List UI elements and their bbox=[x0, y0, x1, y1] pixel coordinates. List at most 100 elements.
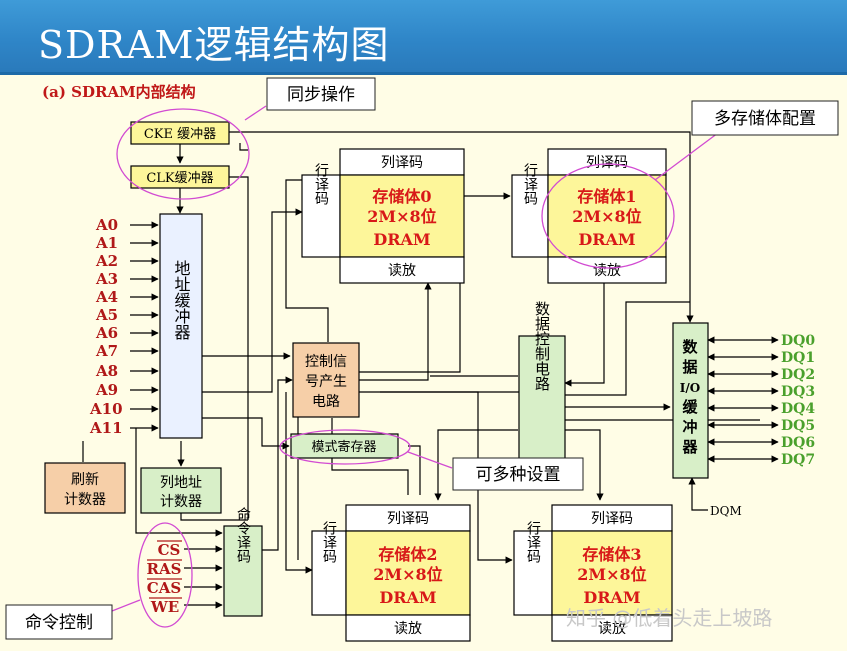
page-title: SDRAM逻辑结构图 bbox=[38, 23, 390, 67]
bank-3-sense-amp: 读放 bbox=[598, 620, 626, 637]
pin-dqm: DQM bbox=[710, 504, 742, 518]
col-counter-line1: 列地址 bbox=[160, 475, 202, 491]
io-buffer: 数 据 I/O 缓 冲 器 bbox=[672, 322, 709, 479]
bank-0-col-decoder: 列译码 bbox=[381, 155, 423, 171]
control-line3: 电路 bbox=[312, 394, 340, 410]
bank-0-name: 存储体0 bbox=[372, 187, 431, 206]
pin-a10: A10 bbox=[89, 400, 123, 418]
pin-a5: A5 bbox=[95, 306, 118, 324]
bank-0-row-decoder: 行译码 bbox=[313, 163, 329, 205]
pin-dq6: DQ6 bbox=[781, 435, 815, 451]
bank-1-size: 2M×8位 bbox=[572, 207, 641, 226]
bank-1-row-decoder: 行译码 bbox=[522, 163, 538, 205]
io-line2: 据 bbox=[682, 358, 697, 376]
bank-0-sense-amp: 读放 bbox=[388, 262, 416, 279]
multibank-ellipse bbox=[541, 163, 675, 269]
address-buffer-label: 地址缓冲器 bbox=[172, 260, 191, 340]
bank-3-col-decoder: 列译码 bbox=[591, 511, 633, 527]
pin-dq3: DQ3 bbox=[781, 384, 815, 400]
cke-buffer-label: CKE 缓冲器 bbox=[144, 127, 216, 142]
pin-dq4: DQ4 bbox=[781, 401, 815, 417]
bank-2-size: 2M×8位 bbox=[373, 565, 442, 584]
pin-a3: A3 bbox=[95, 270, 118, 288]
io-line3: I/O bbox=[680, 381, 700, 395]
bank-0: 列译码 行译码 存储体0 2M×8位 DRAM 读放 bbox=[301, 148, 465, 284]
pin-a2: A2 bbox=[95, 252, 118, 270]
pin-cs: CS bbox=[158, 541, 181, 559]
column-address-counter: 列地址 计数器 bbox=[140, 467, 222, 514]
command-decoder: 命令译码 bbox=[223, 506, 263, 617]
pin-a0: A0 bbox=[95, 216, 118, 234]
bank-2-sense-amp: 读放 bbox=[394, 620, 422, 637]
bank-1-sense-amp: 读放 bbox=[593, 262, 621, 279]
address-buffer: 地址缓冲器 bbox=[159, 213, 203, 439]
cmd-ellipse bbox=[137, 522, 193, 628]
pin-a7: A7 bbox=[95, 342, 118, 360]
mode-register-label: 模式寄存器 bbox=[311, 439, 376, 455]
pin-cas: CAS bbox=[147, 579, 181, 597]
bank-1: 列译码 行译码 存储体1 2M×8位 DRAM 读放 bbox=[511, 148, 667, 284]
bank-2-col-decoder: 列译码 bbox=[387, 511, 429, 527]
bank-1-col-decoder: 列译码 bbox=[586, 155, 628, 171]
pin-a4: A4 bbox=[95, 288, 118, 306]
callout-mode: 可多种设置 bbox=[452, 457, 584, 491]
pin-ras: RAS bbox=[147, 560, 182, 578]
refresh-counter-line2: 计数器 bbox=[64, 492, 106, 508]
callout-ellipses bbox=[111, 105, 719, 628]
data-control-label: 数据控制电路 bbox=[533, 301, 551, 391]
cke-buffer: CKE 缓冲器 bbox=[130, 121, 230, 145]
col-counter-line2: 计数器 bbox=[160, 494, 202, 510]
dq-pins: DQ0 DQ1 DQ2 DQ3 DQ4 DQ5 DQ6 DQ7 bbox=[781, 333, 815, 468]
command-pins: CS RAS CAS WE bbox=[147, 540, 182, 616]
io-line5: 冲 bbox=[682, 418, 697, 436]
bank-2-row-decoder: 行译码 bbox=[321, 521, 337, 563]
callout-multibank: 多存储体配置 bbox=[691, 100, 839, 136]
callout-sync: 同步操作 bbox=[266, 77, 376, 111]
title-divider bbox=[0, 72, 847, 75]
title-bar: SDRAM逻辑结构图 bbox=[0, 0, 847, 72]
mode-register: 模式寄存器 bbox=[290, 433, 399, 459]
bank-3-size: 2M×8位 bbox=[577, 565, 646, 584]
bank-0-size: 2M×8位 bbox=[367, 207, 436, 226]
callout-multibank-label: 多存储体配置 bbox=[714, 109, 816, 129]
bank-3-type: DRAM bbox=[583, 588, 640, 607]
io-line6: 器 bbox=[681, 438, 698, 456]
clk-buffer-label: CLK缓冲器 bbox=[146, 171, 213, 186]
pin-a6: A6 bbox=[95, 324, 118, 342]
bank-1-name: 存储体1 bbox=[577, 187, 636, 206]
pin-we: WE bbox=[150, 598, 179, 616]
bank-3-name: 存储体3 bbox=[582, 545, 641, 564]
pin-a11: A11 bbox=[89, 419, 123, 437]
pin-dq1: DQ1 bbox=[781, 350, 815, 366]
callout-sync-label: 同步操作 bbox=[287, 85, 355, 105]
callout-cmd: 命令控制 bbox=[5, 604, 113, 640]
pin-a1: A1 bbox=[95, 234, 118, 252]
pin-dq7: DQ7 bbox=[781, 452, 815, 468]
bank-3: 列译码 行译码 存储体3 2M×8位 DRAM 读放 bbox=[513, 504, 673, 642]
pin-a9: A9 bbox=[95, 381, 118, 399]
bank-1-type: DRAM bbox=[578, 230, 635, 249]
control-line1: 控制信 bbox=[305, 354, 347, 370]
diagram-subtitle: (a) SDRAM内部结构 bbox=[42, 83, 196, 101]
data-control-circuit: 数据控制电路 bbox=[518, 301, 566, 461]
callout-cmd-label: 命令控制 bbox=[25, 613, 93, 633]
mode-ellipse bbox=[279, 429, 411, 465]
pin-dq0: DQ0 bbox=[781, 333, 815, 349]
dq-pin-arrows bbox=[707, 336, 779, 463]
sync-ellipse bbox=[116, 108, 250, 200]
bank-2-type: DRAM bbox=[379, 588, 436, 607]
pin-dq2: DQ2 bbox=[781, 367, 815, 383]
bank-2: 列译码 行译码 存储体2 2M×8位 DRAM 读放 bbox=[311, 504, 471, 642]
pin-a8: A8 bbox=[95, 362, 118, 380]
bank-3-row-decoder: 行译码 bbox=[525, 521, 541, 563]
io-line4: 缓 bbox=[682, 398, 698, 416]
control-signal-circuit: 控制信 号产生 电路 bbox=[292, 342, 360, 418]
bank-0-type: DRAM bbox=[373, 230, 430, 249]
watermark: 知乎 @低着头走上坡路 bbox=[566, 606, 773, 630]
io-line1: 数 bbox=[682, 338, 698, 356]
control-line2: 号产生 bbox=[305, 374, 347, 390]
bank-2-name: 存储体2 bbox=[378, 545, 437, 564]
address-pin-arrows bbox=[130, 221, 159, 432]
clk-buffer: CLK缓冲器 bbox=[130, 165, 230, 189]
